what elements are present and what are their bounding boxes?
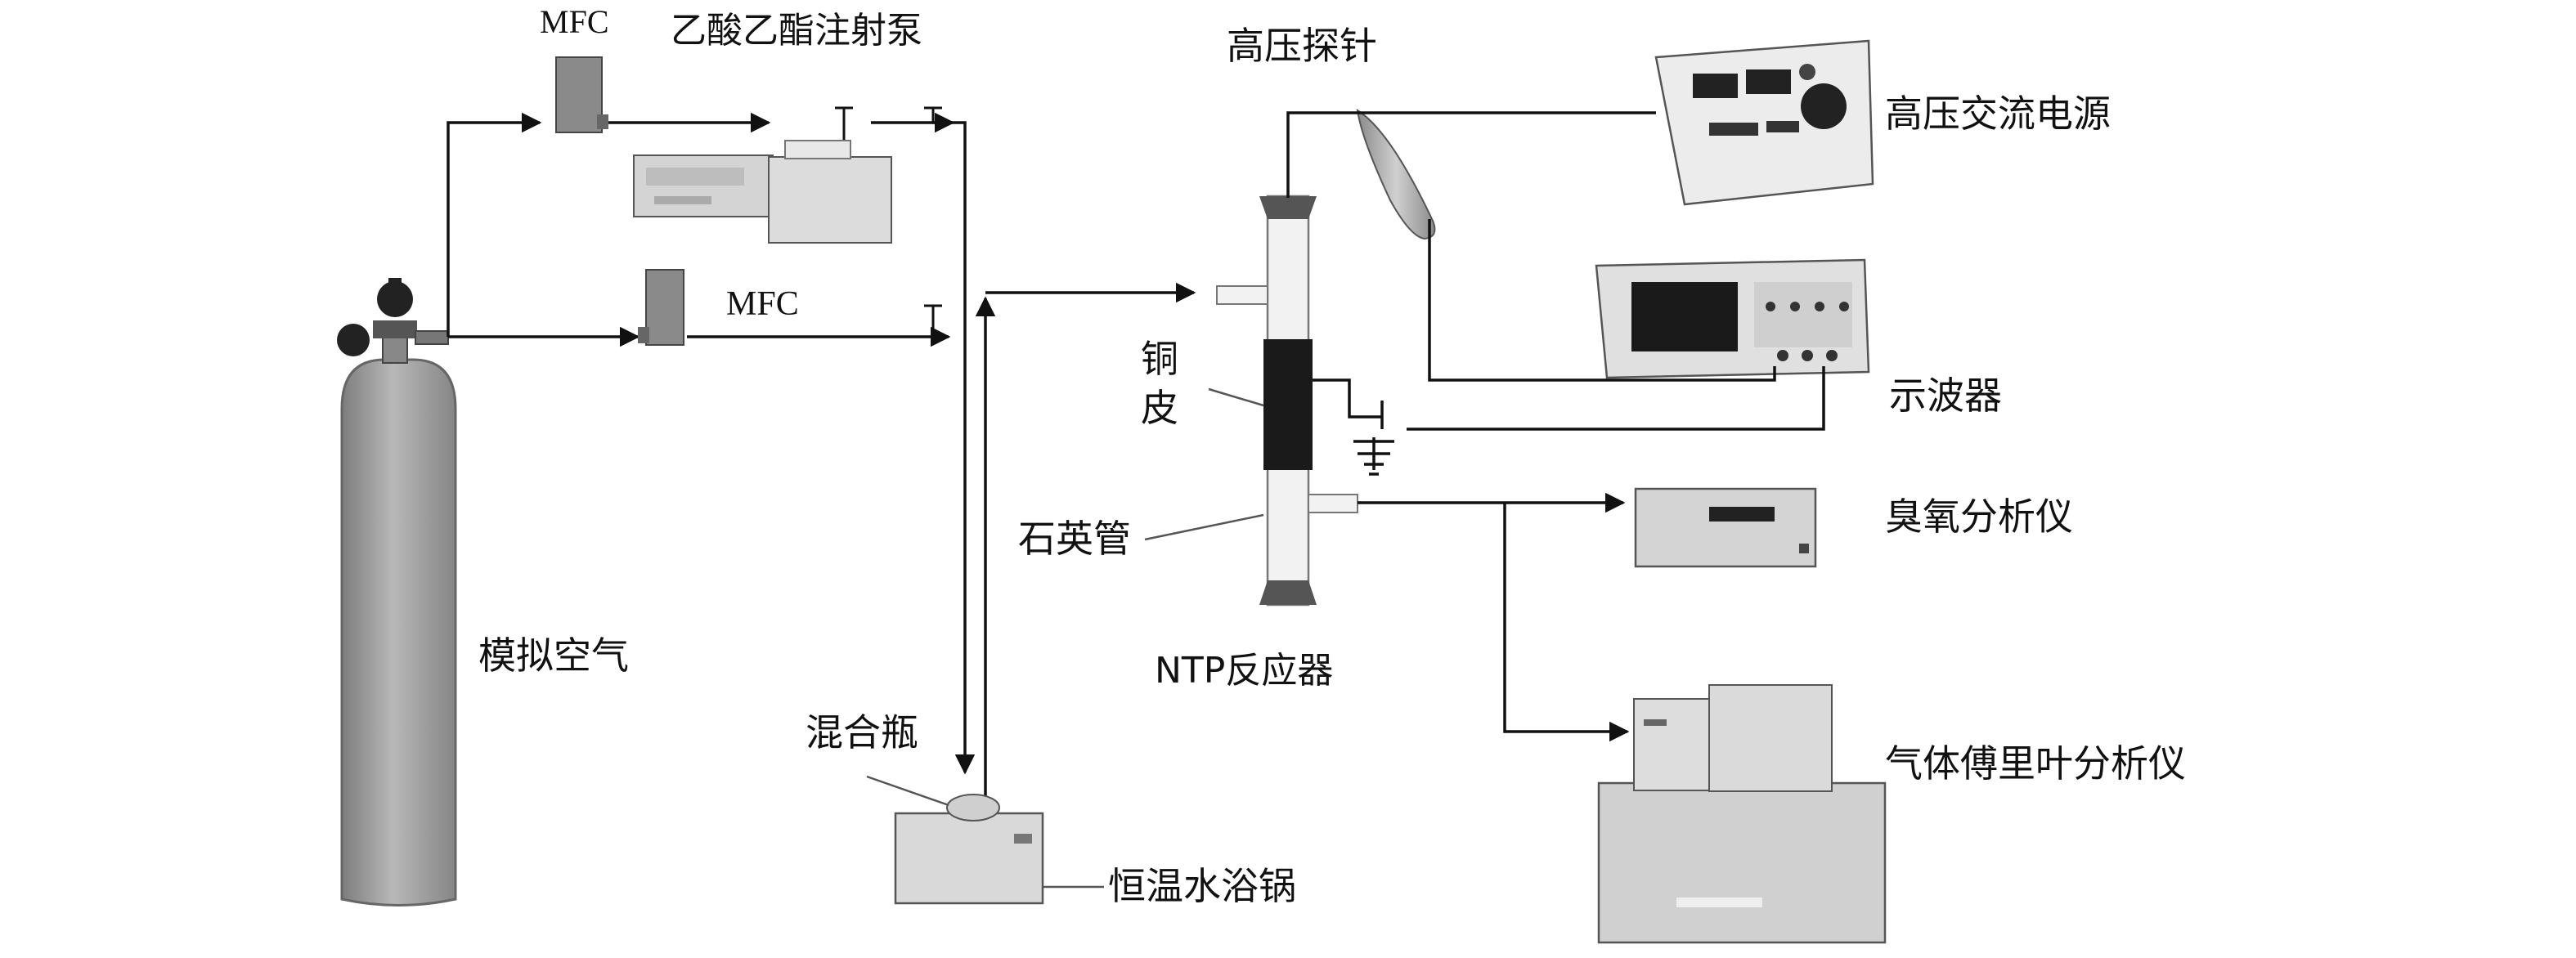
mfc-middle-label: MFC xyxy=(726,285,799,323)
ozone-analyzer xyxy=(1634,487,1817,568)
outlet-lines xyxy=(1358,492,1630,742)
oscilloscope xyxy=(1595,258,1870,379)
mfc-middle xyxy=(638,269,684,346)
copper-label-1: 铜 xyxy=(1141,337,1178,381)
syringe-pump xyxy=(633,140,892,244)
hv-power-supply xyxy=(1654,39,1874,206)
valves xyxy=(835,106,942,337)
oscilloscope-label: 示波器 xyxy=(1889,374,2002,418)
ftir-analyzer xyxy=(1597,684,1887,944)
water-bath xyxy=(866,775,1104,905)
simulated-air-label: 模拟空气 xyxy=(478,633,629,678)
gas-lines xyxy=(447,112,1196,801)
quartz-tube-label: 石英管 xyxy=(1018,517,1131,561)
mfc-top-label: MFC xyxy=(540,3,609,40)
hv-probe-label: 高压探针 xyxy=(1227,24,1377,68)
ground-symbol xyxy=(1353,440,1394,476)
ftir-analyzer-label: 气体傅里叶分析仪 xyxy=(1885,741,2186,786)
gas-cylinder xyxy=(337,278,457,907)
ozone-analyzer-label: 臭氧分析仪 xyxy=(1885,495,2073,539)
mfc-top xyxy=(555,56,608,133)
hv-probe xyxy=(1356,109,1436,240)
copper-label-2: 皮 xyxy=(1141,386,1178,430)
water-bath-label: 恒温水浴锅 xyxy=(1108,864,1296,908)
syringe-pump-label: 乙酸乙酯注射泵 xyxy=(671,10,922,51)
hv-power-label: 高压交流电源 xyxy=(1885,92,2111,136)
ntp-reactor xyxy=(1144,195,1358,607)
mixing-bottle-label: 混合瓶 xyxy=(806,710,918,754)
reactor-label: NTP反应器 xyxy=(1155,650,1333,692)
